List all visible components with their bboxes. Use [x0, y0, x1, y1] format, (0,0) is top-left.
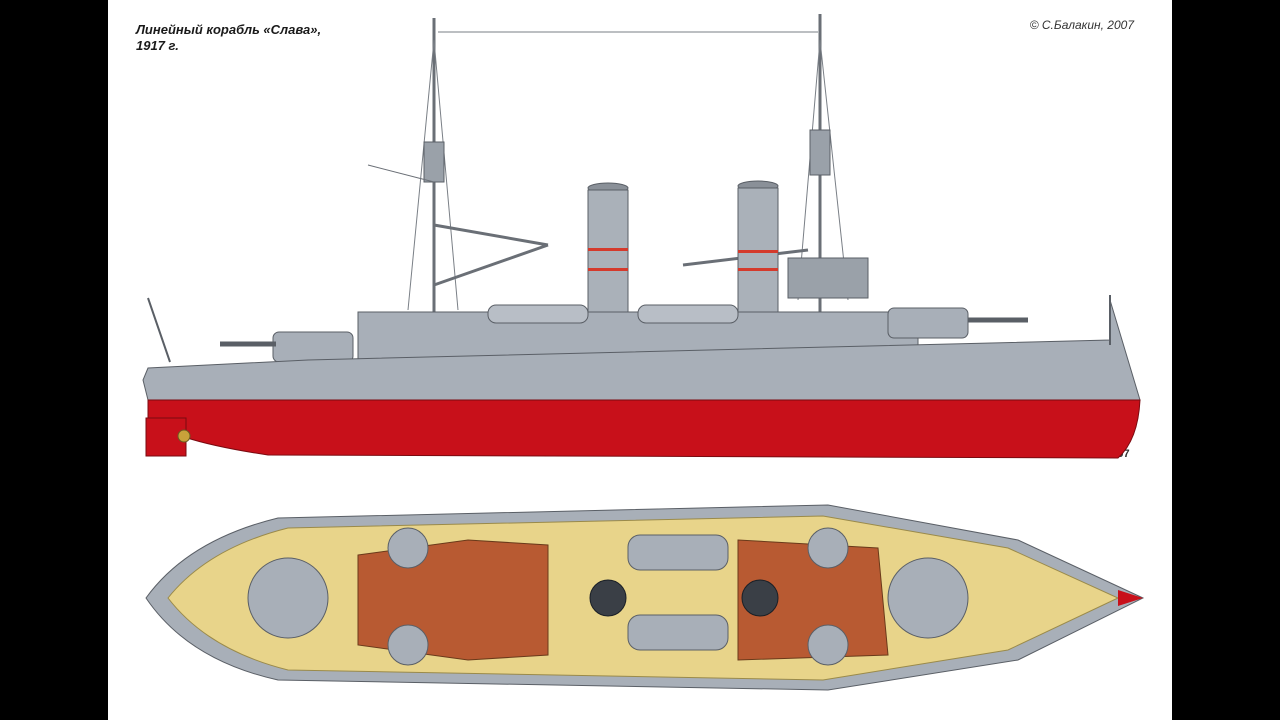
main-turret-aft-plan: [247, 557, 329, 639]
ship-deck-plan: [145, 504, 1145, 691]
main-turret-fore: [887, 307, 969, 339]
bridge: [787, 257, 869, 299]
deck-house-aft: [357, 539, 549, 661]
main-turret-aft: [272, 331, 354, 363]
hull-underwater: [147, 399, 1141, 459]
plate-title: Линейный корабль «Слава», 1917 г.: [136, 22, 321, 54]
funnel-aft: [587, 182, 629, 316]
boat-fore: [637, 304, 739, 324]
boat-aft: [487, 304, 589, 324]
plate-title-line2: 1917 г.: [136, 38, 179, 53]
ship-side-profile: [142, 14, 1145, 691]
mast-aft: [367, 18, 549, 320]
main-turret-fore-plan: [887, 557, 969, 639]
funnel-aft-plan: [589, 579, 627, 617]
stern-flagstaff: [147, 297, 171, 363]
turret-secondary-1: [387, 527, 429, 569]
boat-stack-2: [627, 614, 729, 651]
bow-tip: [1118, 590, 1143, 606]
drawing-plate: Линейный корабль «Слава», 1917 г. © С.Ба…: [108, 0, 1172, 720]
turret-secondary-3: [807, 527, 849, 569]
plate-title-line1: Линейный корабль «Слава»,: [136, 22, 322, 37]
propeller: [177, 429, 191, 443]
copyright-note: © С.Балакин, 2007: [1029, 18, 1134, 32]
funnel-fore-plan: [741, 579, 779, 617]
rudder: [145, 417, 187, 457]
turret-secondary-4: [807, 624, 849, 666]
turret-secondary-2: [387, 624, 429, 666]
funnel-fore: [737, 180, 779, 314]
boat-stack-1: [627, 534, 729, 571]
